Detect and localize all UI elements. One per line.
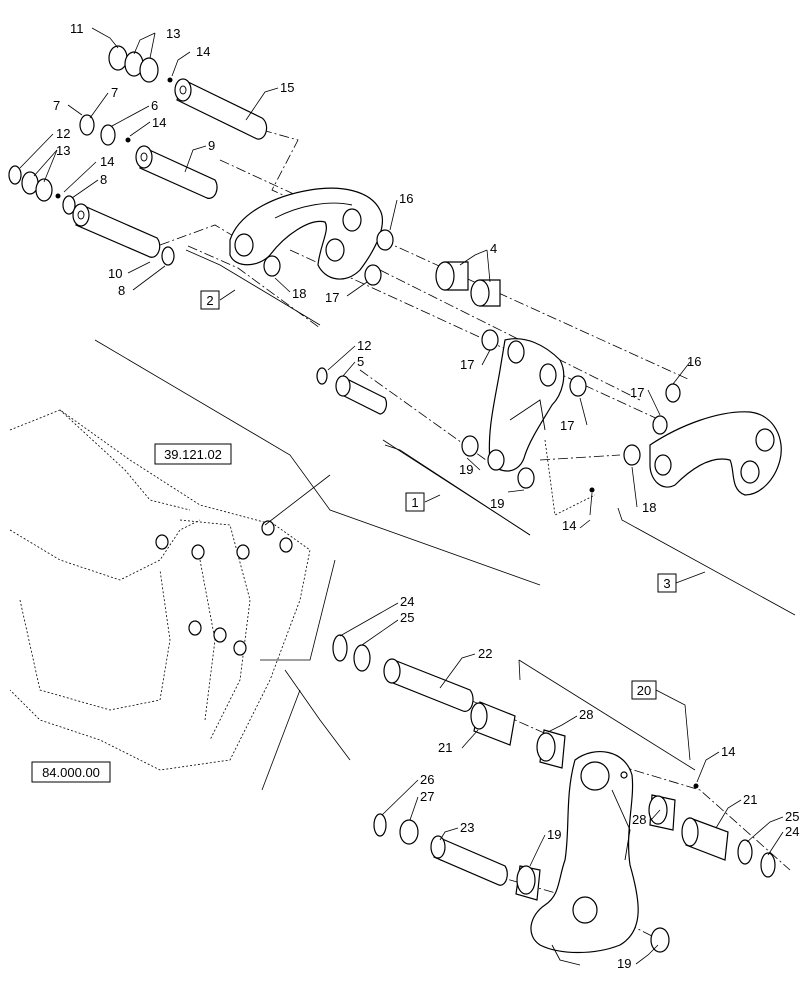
- callout-14: 14: [196, 44, 210, 59]
- callout-25: 25: [400, 610, 414, 625]
- callout-17: 17: [630, 385, 644, 400]
- ref-label-84-000-00[interactable]: 84.000.00: [31, 761, 111, 783]
- group-label-1: 1: [405, 492, 425, 512]
- ref-label-39-121-02[interactable]: 39.121.02: [154, 443, 232, 465]
- callout-13: 13: [166, 26, 180, 41]
- svg-text:3: 3: [663, 576, 670, 591]
- group-label-2: 2: [200, 290, 220, 310]
- boxed-labels: 39.121.02 84.000.00 2 1 3 20: [31, 290, 677, 783]
- callout-21: 21: [438, 740, 452, 755]
- svg-text:39.121.02: 39.121.02: [164, 447, 222, 462]
- callout-18: 18: [642, 500, 656, 515]
- callout-27: 27: [420, 789, 434, 804]
- bushings-upper: [263, 229, 501, 307]
- callout-15: 15: [280, 80, 294, 95]
- callout-17: 17: [460, 357, 474, 372]
- callout-16: 16: [399, 191, 413, 206]
- callout-9: 9: [208, 138, 215, 153]
- lever-20: [518, 659, 699, 966]
- callout-19: 19: [617, 956, 631, 971]
- callout-21: 21: [743, 792, 757, 807]
- callout-24: 24: [400, 594, 414, 609]
- lower-pin-23: [373, 813, 670, 953]
- right-bushings: [648, 794, 776, 878]
- callout-28: 28: [579, 707, 593, 722]
- callout-16: 16: [687, 354, 701, 369]
- callout-7: 7: [53, 98, 60, 113]
- callout-28: 28: [632, 812, 646, 827]
- callout-10: 10: [108, 266, 122, 281]
- link-3: [617, 383, 796, 616]
- callout-8: 8: [100, 172, 107, 187]
- link-1: [384, 329, 595, 536]
- snap-ring-11: [108, 45, 128, 71]
- callout-12: 12: [56, 126, 70, 141]
- callout-4: 4: [490, 241, 497, 256]
- group-brackets: [219, 289, 706, 761]
- callout-14: 14: [152, 115, 166, 130]
- svg-text:1: 1: [411, 495, 418, 510]
- callout-17: 17: [325, 290, 339, 305]
- pin-9: [139, 147, 218, 199]
- top-pin-group: [8, 45, 268, 266]
- svg-text:20: 20: [637, 683, 651, 698]
- callout-14: 14: [721, 744, 735, 759]
- callout-19: 19: [490, 496, 504, 511]
- callout-26: 26: [420, 772, 434, 787]
- callout-18: 18: [292, 286, 306, 301]
- pin-22: [387, 659, 474, 712]
- callout-19: 19: [459, 462, 473, 477]
- callout-22: 22: [478, 646, 492, 661]
- grease-fitting-14: [167, 77, 173, 83]
- leader-lines: [19, 27, 784, 965]
- group-label-20: 20: [631, 680, 657, 700]
- callout-25: 25: [785, 809, 799, 824]
- callout-11: 11: [70, 21, 84, 36]
- callout-24: 24: [785, 824, 799, 839]
- pin-10: [75, 204, 161, 258]
- pin-5-group: [316, 367, 388, 415]
- svg-text:84.000.00: 84.000.00: [42, 765, 100, 780]
- bucket-assembly: [9, 339, 541, 791]
- callout-numbers: 11 13 14 15 7 7 6 14 9 12 13 14 8 10 8 1…: [53, 21, 799, 971]
- callout-14: 14: [562, 518, 576, 533]
- callout-17: 17: [560, 418, 574, 433]
- callout-12: 12: [357, 338, 371, 353]
- callout-7: 7: [111, 85, 118, 100]
- callout-19: 19: [547, 827, 561, 842]
- pin-15: [176, 79, 268, 140]
- callout-23: 23: [460, 820, 474, 835]
- callout-6: 6: [151, 98, 158, 113]
- group-label-3: 3: [657, 573, 677, 593]
- callout-8: 8: [118, 283, 125, 298]
- callout-13: 13: [56, 143, 70, 158]
- lower-pins: [332, 634, 566, 769]
- link-2: [185, 187, 384, 329]
- callout-14: 14: [100, 154, 114, 169]
- svg-text:2: 2: [206, 293, 213, 308]
- callout-5: 5: [357, 354, 364, 369]
